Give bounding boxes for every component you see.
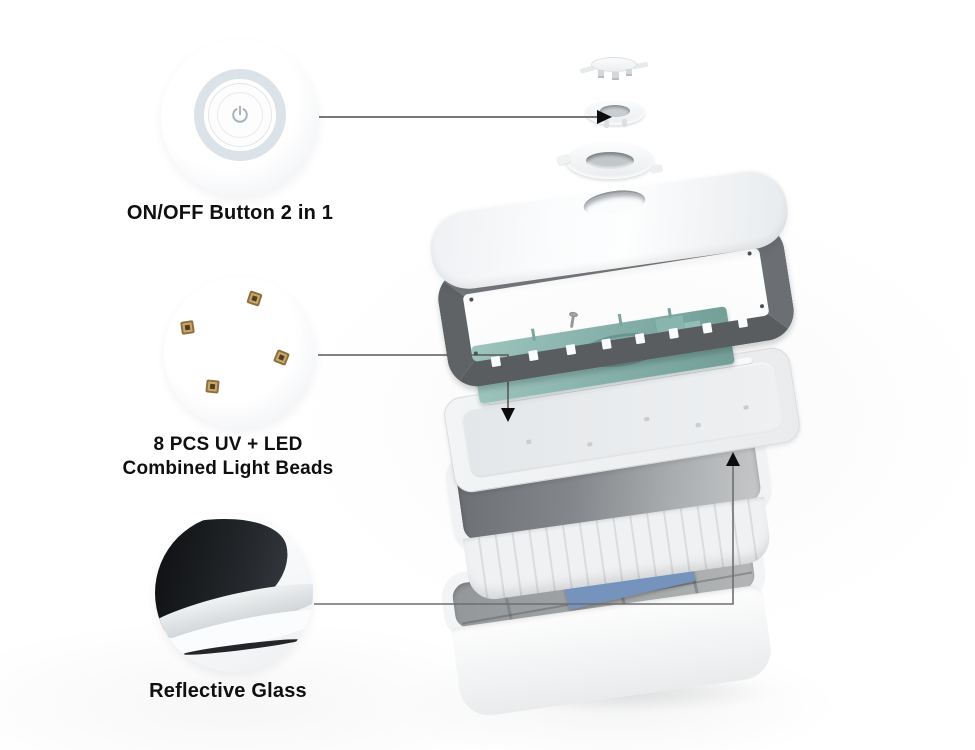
button-ring — [585, 99, 645, 128]
frame-screw-boss — [469, 297, 474, 302]
power-icon — [232, 105, 248, 123]
button-trim-ring — [555, 142, 664, 179]
frame-slot — [634, 333, 646, 345]
tray-boss — [695, 422, 702, 428]
frame-slot — [565, 343, 577, 356]
frame-slot — [701, 322, 713, 334]
button-mechanism — [579, 54, 649, 86]
frame-screw-boss — [759, 303, 765, 309]
label-power-button: ON/OFF Button 2 in 1 — [126, 202, 334, 224]
button-mechanism-clip — [612, 72, 619, 80]
uv-led-bead — [273, 349, 290, 366]
inset-reflective-glass-photo — [155, 514, 313, 672]
uv-led-bead — [180, 320, 195, 335]
button-ring-foot — [622, 119, 627, 127]
frame-screw-boss — [473, 351, 479, 356]
button-ring-opening — [600, 105, 630, 117]
label-reflective-glass: Reflective Glass — [149, 680, 307, 702]
trim-ring-opening — [586, 152, 634, 169]
uv-led-bead — [205, 379, 220, 394]
label-uv-line2: Combined Light Beads — [122, 457, 334, 479]
lid-button-opening — [582, 186, 647, 221]
inset-power-button-photo — [161, 39, 319, 197]
frame-slot — [528, 349, 539, 362]
button-mechanism-clip — [626, 69, 632, 76]
uv-led-bead — [246, 290, 263, 307]
tray-boss — [525, 439, 532, 445]
inset-uv-led-beads-photo — [164, 277, 316, 429]
frame-slot — [668, 327, 679, 339]
frame-slot — [490, 355, 502, 368]
label-uv-led-beads: 8 PCS UV + LED Combined Light Beads — [116, 433, 340, 481]
frame-slot — [601, 338, 612, 350]
frame-slot — [737, 316, 749, 329]
tray-boss — [743, 405, 749, 410]
tray-boss — [587, 441, 593, 447]
button-mechanism-cap — [591, 57, 637, 72]
label-uv-line1: 8 PCS UV + LED — [153, 434, 303, 455]
tray-boss — [643, 416, 650, 422]
button-accent-ring — [194, 69, 286, 161]
button-inner-circle — [217, 92, 263, 138]
button-ring-foot — [604, 120, 609, 128]
frame-screw-boss — [747, 251, 752, 256]
button-mechanism-clip — [598, 70, 604, 78]
